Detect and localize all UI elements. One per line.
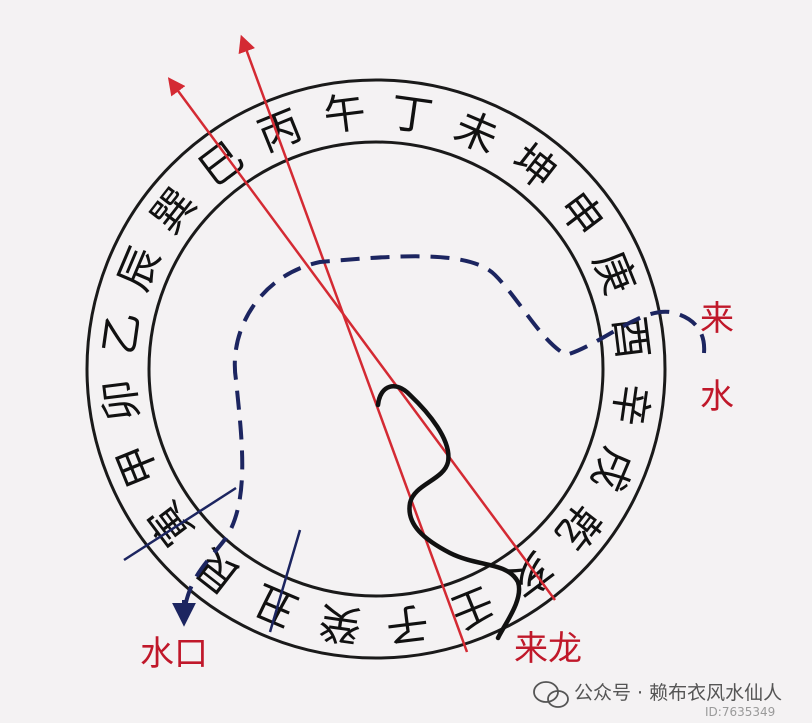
ring-character: 乙 bbox=[94, 309, 148, 357]
ring-character: 丑 bbox=[247, 575, 305, 637]
outer-ring bbox=[85, 78, 667, 660]
watermark-text: 公众号 · 赖布衣风水仙人 bbox=[574, 682, 782, 704]
ring-character: 庚 bbox=[584, 244, 645, 301]
ring-characters: 丙午丁未坤申庚酉辛戌乾亥壬子癸丑艮寅甲卯乙辰巽巳 bbox=[94, 87, 658, 651]
ring-character: 辛 bbox=[603, 381, 657, 429]
red-axis-line-2 bbox=[167, 77, 557, 601]
dragon-label: 来龙 bbox=[514, 629, 582, 669]
watermark: 公众号 · 赖布衣风水仙人 ID:7635349 bbox=[533, 681, 782, 719]
ring-character: 壬 bbox=[444, 577, 501, 638]
ring-character: 癸 bbox=[316, 596, 364, 650]
ring-character: 午 bbox=[321, 87, 369, 141]
wechat-logo-icon bbox=[533, 681, 569, 708]
ring-character: 丙 bbox=[251, 100, 308, 161]
water-outlet-label: 水口 bbox=[140, 634, 208, 674]
red-axis-line-1 bbox=[238, 34, 469, 653]
ring-character: 辰 bbox=[109, 240, 171, 298]
sector-divider-bottom bbox=[268, 529, 302, 633]
sector-divider-left bbox=[123, 486, 237, 562]
ring-character: 甲 bbox=[107, 437, 168, 494]
incoming-dragon-line bbox=[375, 384, 522, 641]
ring-character: 丁 bbox=[388, 87, 436, 141]
water-course-path bbox=[182, 254, 707, 613]
watermark-id: ID:7635349 bbox=[705, 705, 775, 719]
ring-character: 子 bbox=[383, 597, 431, 651]
water-in-label-top: 来 bbox=[700, 299, 734, 339]
ring-character: 卯 bbox=[94, 376, 148, 424]
inner-ring bbox=[147, 140, 605, 598]
ring-character: 未 bbox=[447, 102, 505, 164]
water-in-label-bottom: 水 bbox=[700, 377, 734, 417]
ring-character: 戌 bbox=[582, 440, 644, 498]
